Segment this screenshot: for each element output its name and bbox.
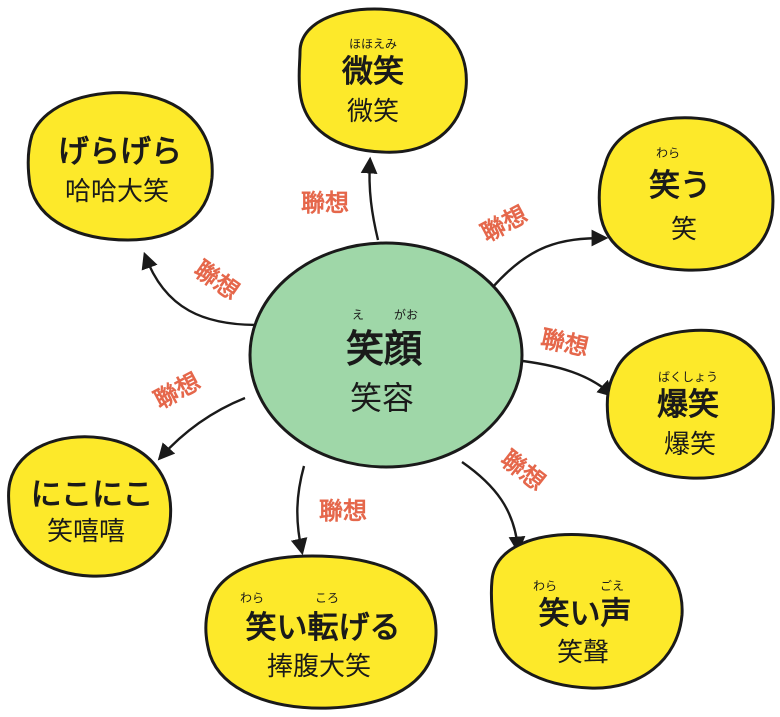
center-ruby-2: がお (394, 307, 418, 322)
node-waraigoe-ruby-1: わら (533, 579, 557, 593)
relation-label-waraikorogeru: 聯想 (319, 497, 367, 525)
node-warau-bubble (597, 116, 775, 272)
node-nikoniko-bubble (7, 435, 173, 578)
node-waraikorogeru-ruby-1: わら (240, 591, 264, 605)
center-ruby-1: え (352, 308, 364, 322)
node-bakushou-bubble (605, 328, 775, 480)
relation-label-geragera: 聯想 (189, 255, 244, 305)
relation-label-hohoemi: 聯想 (301, 189, 349, 217)
node-hohoemi-ruby: ほほえみ (349, 37, 397, 51)
node-waraigoe-chinese: 笑聲 (557, 638, 609, 668)
node-bakushou-chinese: 爆笑 (664, 430, 716, 460)
node-bakushou: ばくしょう 爆笑 爆笑 (605, 328, 775, 480)
center-chinese: 笑容 (350, 379, 414, 417)
center-bubble (248, 241, 524, 469)
node-nikoniko-chinese: 笑嘻嘻 (47, 517, 125, 547)
node-nikoniko-japanese: にこにこ (31, 477, 154, 513)
node-geragera-chinese: 哈哈大笑 (65, 177, 169, 207)
node-geragera-japanese: げらげら (58, 134, 182, 170)
arrow-to-waraikorogeru (290, 465, 308, 556)
node-hohoemi-bubble (297, 7, 468, 154)
node-geragera: げらげら 哈哈大笑 (26, 91, 214, 242)
node-warau-chinese: 笑 (671, 215, 697, 245)
node-hohoemi: ほほえみ 微笑 微笑 (297, 7, 468, 154)
node-waraikorogeru: わら ころ 笑い転げる 捧腹大笑 (204, 554, 438, 710)
relation-label-warau: 聯想 (476, 200, 532, 247)
node-bakushou-japanese: 爆笑 (657, 387, 719, 423)
center-node: え がお 笑顔 笑容 (248, 241, 524, 469)
arrow-to-waraigoe (461, 461, 526, 554)
arrow-to-bakushou (513, 358, 615, 398)
node-waraigoe: わら ごえ 笑い声 笑聲 (489, 533, 684, 690)
node-bakushou-ruby: ばくしょう (658, 370, 718, 384)
node-hohoemi-chinese: 微笑 (347, 97, 399, 127)
arrow-to-geragera (141, 251, 259, 327)
node-waraikorogeru-chinese: 捧腹大笑 (267, 652, 371, 682)
node-waraigoe-japanese: 笑い声 (539, 596, 632, 632)
node-waraikorogeru-japanese: 笑い転げる (246, 610, 401, 646)
relation-label-nikoniko: 聯想 (149, 367, 205, 414)
node-warau-japanese: 笑う (649, 168, 711, 204)
node-geragera-bubble (26, 91, 214, 242)
arrow-to-nikoniko (157, 396, 246, 461)
node-waraigoe-bubble (489, 533, 684, 690)
connectors (141, 156, 615, 556)
node-warau-ruby: わら (656, 146, 680, 160)
node-nikoniko: にこにこ 笑嘻嘻 (7, 435, 173, 578)
relation-label-bakushou: 聯想 (538, 324, 591, 361)
center-japanese: 笑顔 (346, 327, 422, 371)
node-waraikorogeru-ruby-2: ころ (315, 591, 339, 605)
node-hohoemi-japanese: 微笑 (341, 54, 404, 90)
node-warau: わら 笑う 笑 (597, 116, 775, 272)
arrow-to-hohoemi (360, 156, 380, 241)
arrow-to-warau (491, 229, 609, 289)
node-waraigoe-ruby-2: ごえ (600, 578, 624, 593)
relation-label-waraigoe: 聯想 (495, 445, 550, 497)
node-waraikorogeru-bubble (204, 554, 438, 710)
